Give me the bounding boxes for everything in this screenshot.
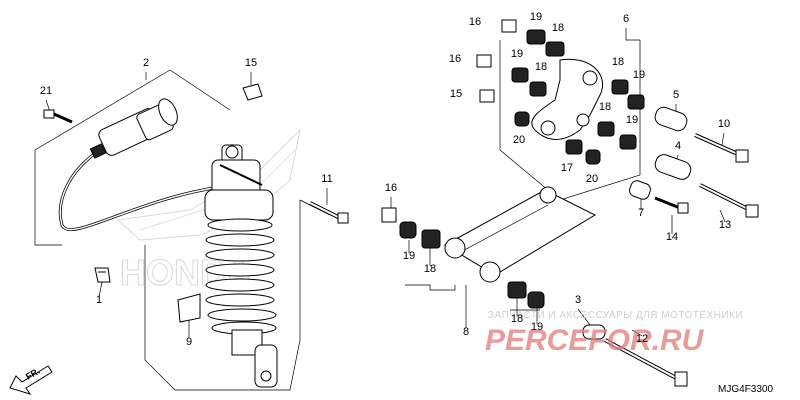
callout-20: 20 (586, 173, 598, 185)
callout-18: 18 (612, 56, 624, 68)
callout-21: 21 (40, 85, 52, 97)
diagram-code: MJG4F3300 (718, 384, 773, 395)
callout-4: 4 (675, 140, 681, 152)
front-direction-arrow: FR. (9, 365, 53, 395)
callout-16: 16 (469, 16, 481, 28)
callout-19: 19 (403, 250, 415, 262)
callout-11: 11 (321, 173, 332, 185)
callout-15: 15 (245, 57, 257, 69)
lower-link-8 (443, 186, 597, 283)
callout-3: 3 (575, 294, 581, 306)
callout-15: 15 (450, 88, 462, 100)
callout-20: 20 (513, 134, 525, 146)
callout-13: 13 (719, 219, 731, 231)
callout-19: 19 (511, 48, 523, 60)
callout-18: 18 (511, 313, 523, 325)
shock-spring (205, 218, 277, 335)
callout-5: 5 (673, 89, 679, 101)
callout-18: 18 (535, 61, 547, 73)
collar-3 (582, 324, 606, 340)
watermark-top-text: ЗАПЧАСТИ И АКСЕССУАРЫ ДЛЯ МОТОТЕХНИКИ (488, 310, 743, 321)
bolt-21 (43, 109, 73, 124)
callout-14: 14 (666, 231, 678, 243)
upper-link-6 (531, 58, 604, 140)
callout-10: 10 (718, 118, 730, 130)
clip-1 (94, 267, 111, 283)
callout-12: 12 (636, 333, 648, 345)
callout-9: 9 (186, 336, 192, 348)
callout-19: 19 (530, 11, 542, 23)
callout-1: 1 (96, 294, 102, 306)
callout-19: 19 (633, 69, 645, 81)
callout-17: 17 (561, 162, 573, 174)
watermark-site-text: PERCEFOR.RU (485, 324, 705, 357)
callout-16: 16 (449, 53, 461, 65)
callout-8: 8 (463, 326, 469, 338)
rear-shock-absorber (204, 144, 278, 388)
upper-bearings (476, 19, 645, 165)
callout-19: 19 (531, 321, 543, 333)
callout-6: 6 (623, 13, 629, 25)
collars (629, 106, 692, 200)
callout-7: 7 (638, 207, 644, 219)
callout-18: 18 (599, 101, 611, 113)
bolt-11 (309, 201, 349, 224)
callout-19: 19 (626, 114, 638, 126)
callout-16: 16 (385, 182, 397, 194)
nut-15-top (242, 83, 263, 101)
callout-18: 18 (424, 263, 436, 275)
callout-2: 2 (143, 57, 149, 69)
callout-18: 18 (552, 22, 564, 34)
bolts-right (604, 133, 759, 387)
lower-bearings (381, 207, 545, 309)
spring-guard-9 (177, 293, 201, 323)
preload-adjuster (58, 98, 236, 232)
